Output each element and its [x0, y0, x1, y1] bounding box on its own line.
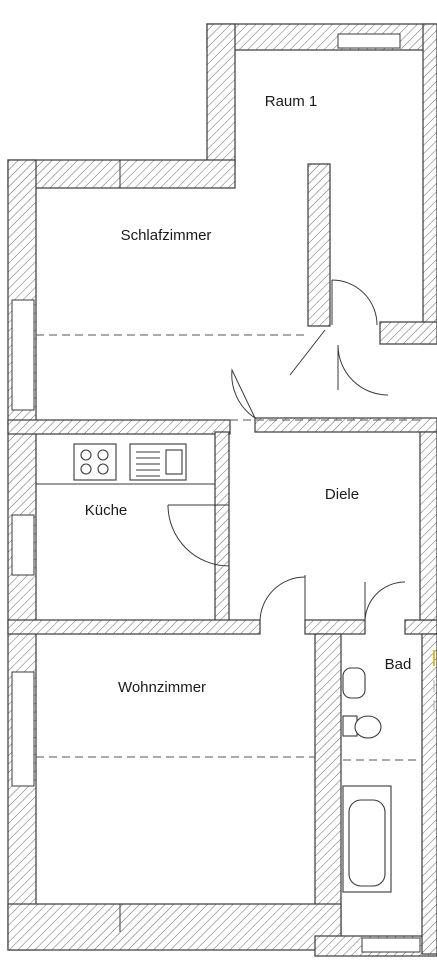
wall-raum1-bottom [379, 321, 437, 345]
door-raum1 [331, 279, 378, 326]
label-schlafzimmer: Schlafzimmer [121, 227, 212, 244]
wall-diele-right [419, 431, 437, 621]
wall-bad-right [421, 633, 437, 955]
wall-diele-bottom-right [404, 619, 437, 635]
window-kueche [11, 514, 35, 576]
wall-bottom [7, 903, 342, 951]
wall-raum1-left [206, 23, 236, 165]
window-bad [361, 937, 421, 953]
wall-schlaf-right [307, 163, 331, 327]
label-kueche: Küche [85, 502, 128, 519]
stove-icon [73, 443, 117, 481]
doors [167, 279, 406, 623]
label-raum1: Raum 1 [265, 93, 318, 110]
label-wohnzimmer: Wohnzimmer [118, 679, 206, 696]
door-bad [364, 581, 406, 623]
wall-schlaf-top [7, 159, 236, 189]
washbasin-icon [342, 667, 366, 699]
windows [11, 33, 421, 953]
wall-schlaf-kueche [7, 419, 231, 435]
wall-kueche-right [214, 431, 230, 623]
door-hall-right [337, 344, 389, 396]
door-wohn [259, 575, 306, 623]
window-raum1 [337, 33, 401, 49]
dashed-lines [36, 334, 420, 761]
wall-diele-bottom-mid [304, 619, 366, 635]
label-bad: Bad [385, 656, 412, 673]
kitchen-fixtures [36, 443, 215, 485]
door-kueche [167, 504, 230, 567]
wall-wohn-bad [314, 633, 342, 951]
wall-kueche-bottom [7, 619, 261, 635]
bath-fixtures [342, 667, 392, 893]
wall-raum1-top [206, 23, 436, 51]
window-schlaf [11, 299, 35, 411]
door-schlaf [231, 368, 257, 420]
walls [7, 23, 437, 957]
room-labels: Raum 1 Schlafzimmer Küche Diele Wohnzimm… [85, 93, 412, 696]
wall-diele-top [254, 417, 437, 433]
window-wohn [11, 671, 35, 787]
label-diele: Diele [325, 486, 359, 503]
wall-raum1-right [422, 23, 437, 345]
